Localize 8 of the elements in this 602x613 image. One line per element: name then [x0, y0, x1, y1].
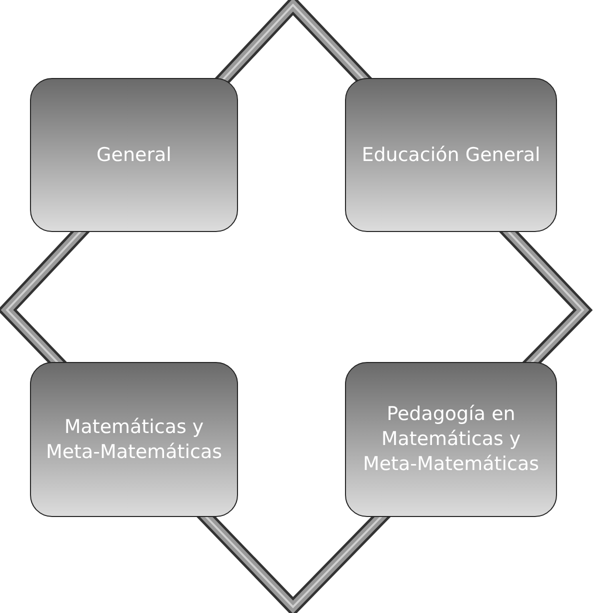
box-label: Pedagogía en Matemáticas y Meta-Matemáticas: [362, 402, 540, 477]
rounded-box: [30, 362, 238, 517]
box-label: Educación General: [362, 142, 540, 168]
rounded-box: [30, 78, 238, 232]
rounded-box: [345, 78, 557, 232]
box-label: General: [96, 142, 172, 168]
box-label: Matemáticas y Meta-Matemáticas: [44, 414, 224, 464]
rounded-box: [345, 362, 557, 517]
